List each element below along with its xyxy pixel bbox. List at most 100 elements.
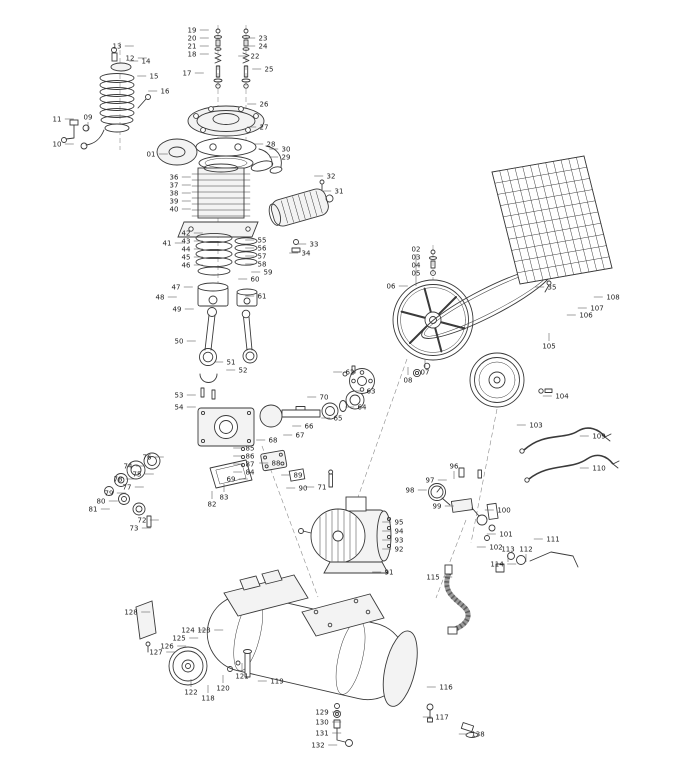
part-label-79: 79 <box>105 490 126 498</box>
drain-valve-drawing <box>426 703 479 738</box>
svg-text:32: 32 <box>327 173 336 181</box>
svg-text:16: 16 <box>161 88 170 96</box>
svg-text:06: 06 <box>387 283 396 291</box>
part-label-120: 120 <box>216 675 230 693</box>
part-label-33: 33 <box>297 241 318 249</box>
part-label-67: 67 <box>283 432 304 440</box>
connecting-rods-drawing <box>199 307 258 400</box>
part-label-115: 115 <box>426 574 453 582</box>
handle-bracket-drawing <box>135 600 157 653</box>
part-label-81: 81 <box>89 506 110 514</box>
part-label-07: 07 <box>421 359 430 377</box>
svg-text:107: 107 <box>590 305 603 313</box>
part-label-51: 51 <box>214 359 235 367</box>
svg-text:114: 114 <box>490 561 504 569</box>
outlet-elbow-drawing <box>250 145 283 174</box>
svg-text:104: 104 <box>555 393 569 401</box>
svg-text:42: 42 <box>182 230 191 238</box>
svg-text:118: 118 <box>201 695 214 703</box>
part-label-116: 116 <box>426 684 453 692</box>
part-label-64: 64 <box>345 404 367 412</box>
svg-text:119: 119 <box>270 678 283 686</box>
part-label-109: 109 <box>579 433 606 441</box>
part-label-122: 122 <box>184 679 198 697</box>
part-label-01: 01 <box>147 151 168 159</box>
svg-text:126: 126 <box>160 643 174 651</box>
part-label-02: 02 <box>412 246 420 262</box>
svg-text:29: 29 <box>282 154 291 162</box>
svg-text:27: 27 <box>260 124 269 132</box>
part-label-93: 93 <box>382 537 403 545</box>
part-label-84: 84 <box>233 469 255 477</box>
svg-text:98: 98 <box>406 487 415 495</box>
svg-text:18: 18 <box>188 51 197 59</box>
part-label-90: 90 <box>286 485 307 493</box>
svg-text:109: 109 <box>592 433 605 441</box>
part-label-132: 132 <box>311 742 338 750</box>
svg-text:03: 03 <box>412 254 421 262</box>
part-label-39: 39 <box>170 198 191 206</box>
svg-text:79: 79 <box>105 490 114 498</box>
part-label-85: 85 <box>233 445 254 453</box>
part-label-113: 113 <box>501 546 515 562</box>
svg-text:67: 67 <box>296 432 305 440</box>
part-label-117: 117 <box>422 714 449 722</box>
part-label-68: 68 <box>256 437 277 445</box>
part-label-69: 69 <box>227 476 248 484</box>
braided-hose-drawing <box>444 564 471 635</box>
svg-text:68: 68 <box>269 437 278 445</box>
part-label-80: 80 <box>97 498 118 506</box>
part-label-91: 91 <box>372 569 393 577</box>
svg-text:90: 90 <box>299 485 308 493</box>
part-label-138: 138 <box>458 731 485 739</box>
part-label-123: 123 <box>197 627 224 635</box>
part-label-61: 61 <box>245 293 266 301</box>
part-label-104: 104 <box>542 393 569 401</box>
part-label-19: 19 <box>188 27 209 35</box>
svg-text:57: 57 <box>258 253 267 261</box>
svg-text:01: 01 <box>147 151 156 159</box>
part-label-11: 11 <box>53 116 74 124</box>
svg-text:120: 120 <box>216 685 229 693</box>
svg-text:88: 88 <box>272 460 281 468</box>
part-label-41: 41 <box>163 240 184 248</box>
part-label-63: 63 <box>354 388 375 396</box>
part-label-47: 47 <box>172 284 193 292</box>
part-label-28: 28 <box>254 141 275 149</box>
svg-text:103: 103 <box>529 422 542 430</box>
svg-text:39: 39 <box>170 198 179 206</box>
part-label-32: 32 <box>314 173 335 181</box>
part-label-74: 74 <box>124 463 145 471</box>
svg-text:49: 49 <box>173 306 182 314</box>
svg-text:131: 131 <box>315 730 328 738</box>
svg-text:83: 83 <box>220 494 229 502</box>
part-label-73: 73 <box>130 525 151 533</box>
svg-text:124: 124 <box>181 627 195 635</box>
pistons-drawing <box>197 282 258 307</box>
svg-text:101: 101 <box>499 531 512 539</box>
svg-text:69: 69 <box>227 476 236 484</box>
part-label-56: 56 <box>245 245 267 253</box>
part-label-88: 88 <box>259 460 280 468</box>
svg-text:65: 65 <box>334 415 343 423</box>
svg-text:106: 106 <box>579 312 593 320</box>
svg-text:14: 14 <box>142 58 151 66</box>
wheel-drawing <box>168 646 252 686</box>
part-label-53: 53 <box>175 392 196 400</box>
svg-text:37: 37 <box>170 182 179 190</box>
part-label-21: 21 <box>188 43 209 51</box>
svg-text:85: 85 <box>246 445 255 453</box>
svg-text:111: 111 <box>546 536 559 544</box>
svg-text:07: 07 <box>421 369 430 377</box>
svg-text:52: 52 <box>239 367 248 375</box>
svg-text:130: 130 <box>315 719 328 727</box>
part-label-110: 110 <box>579 465 606 473</box>
mount-plates-drawing <box>223 569 385 637</box>
svg-text:12: 12 <box>126 55 135 63</box>
svg-text:129: 129 <box>315 709 328 717</box>
part-label-60: 60 <box>238 276 259 284</box>
part-label-52: 52 <box>226 367 247 375</box>
part-label-22: 22 <box>238 53 259 61</box>
svg-text:59: 59 <box>264 269 273 277</box>
